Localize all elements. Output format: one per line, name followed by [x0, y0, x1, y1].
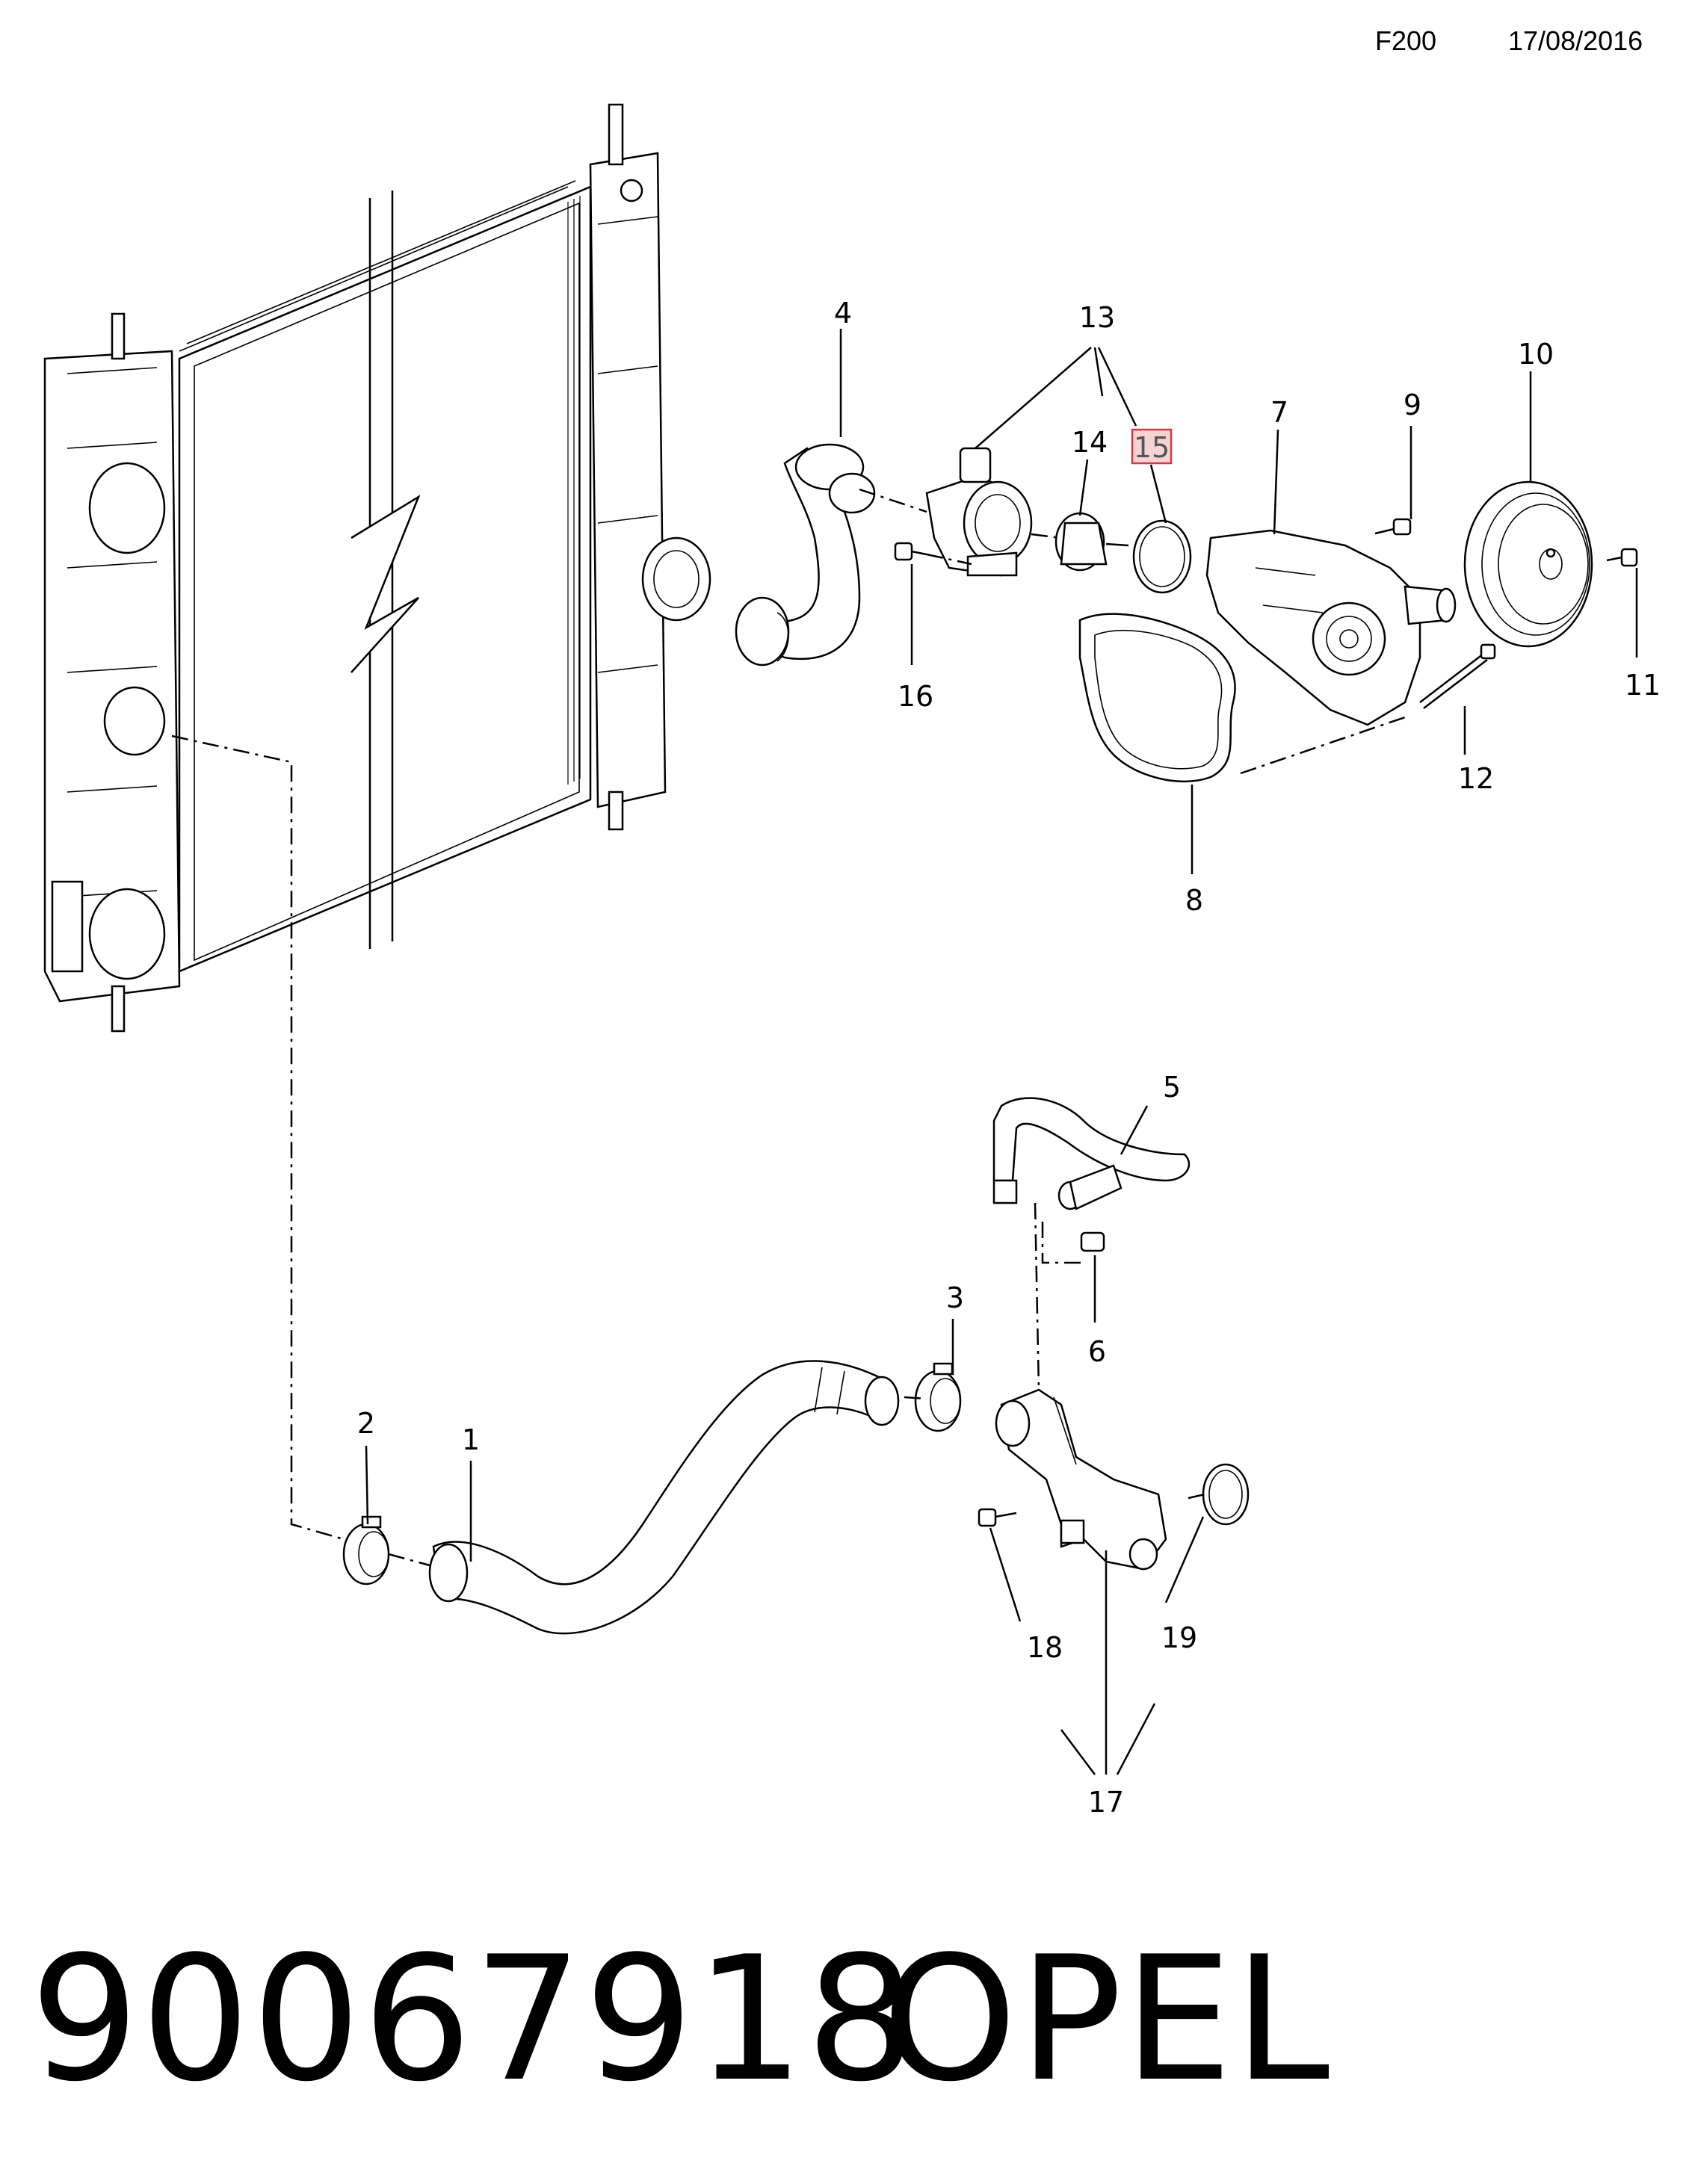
- highlight-box-15: [1131, 428, 1173, 465]
- clamp-3-drawing: [914, 1362, 962, 1432]
- clamp-6-drawing: [1080, 1231, 1105, 1252]
- callout-9: 9: [1404, 389, 1421, 421]
- clamp-2-drawing: [342, 1515, 390, 1586]
- leader-lines: [365, 329, 1638, 1775]
- callout-2: 2: [357, 1407, 375, 1440]
- bolt-11-drawing: [1606, 548, 1638, 567]
- callout-4: 4: [834, 297, 852, 330]
- callout-11: 11: [1625, 669, 1661, 702]
- seal-ring-drawing: [1132, 519, 1192, 594]
- small-hose-drawing: [992, 1097, 1191, 1210]
- seal-19-drawing: [1202, 1463, 1250, 1526]
- thermostat-housing-drawing: [859, 447, 1062, 577]
- callout-labels: 1 2 3 4 5 6 7 8 9 10 11 12 13 14 15 16 1…: [357, 297, 1661, 1819]
- callout-13: 13: [1079, 301, 1115, 334]
- diagram-date: 17/08/2016: [1508, 25, 1643, 56]
- radiator-drawing: [43, 103, 711, 1033]
- lower-hose-drawing: [428, 1360, 900, 1635]
- callout-14: 14: [1072, 426, 1108, 459]
- callout-15: 15: [1134, 431, 1170, 464]
- bolt-9-drawing: [1374, 518, 1412, 536]
- bolt-12-drawing: [1419, 643, 1496, 709]
- water-pump-drawing: [1205, 529, 1457, 726]
- thermostat-drawing: [1054, 512, 1129, 572]
- callout-10: 10: [1518, 338, 1554, 371]
- callout-1: 1: [462, 1423, 480, 1456]
- coolant-outlet-drawing: [995, 1388, 1167, 1571]
- callout-5: 5: [1163, 1071, 1181, 1104]
- diagram-code: F200: [1375, 25, 1437, 56]
- pulley-drawing: [1463, 480, 1593, 648]
- bolt-18-drawing: [978, 1508, 1017, 1527]
- callout-18: 18: [1027, 1631, 1063, 1664]
- exploded-parts-diagram: 1 2 3 4 5 6 7 8 9 10 11 12 13 14 15 16 1…: [43, 103, 1661, 1819]
- callout-3: 3: [946, 1281, 964, 1314]
- upper-hose-drawing: [735, 443, 876, 666]
- connection-lines: [171, 716, 1406, 1567]
- callout-12: 12: [1458, 762, 1494, 795]
- part-number: 90067918: [30, 1920, 917, 2120]
- callout-16: 16: [898, 680, 933, 713]
- water-pump-gasket-drawing: [1078, 613, 1236, 783]
- callout-17: 17: [1088, 1786, 1124, 1819]
- brand-name: OPEL: [882, 1920, 1332, 2120]
- callout-8: 8: [1185, 884, 1203, 917]
- callout-6: 6: [1088, 1335, 1106, 1368]
- bolt-16-drawing: [894, 542, 972, 566]
- callout-19: 19: [1161, 1621, 1197, 1654]
- callout-7: 7: [1270, 396, 1288, 429]
